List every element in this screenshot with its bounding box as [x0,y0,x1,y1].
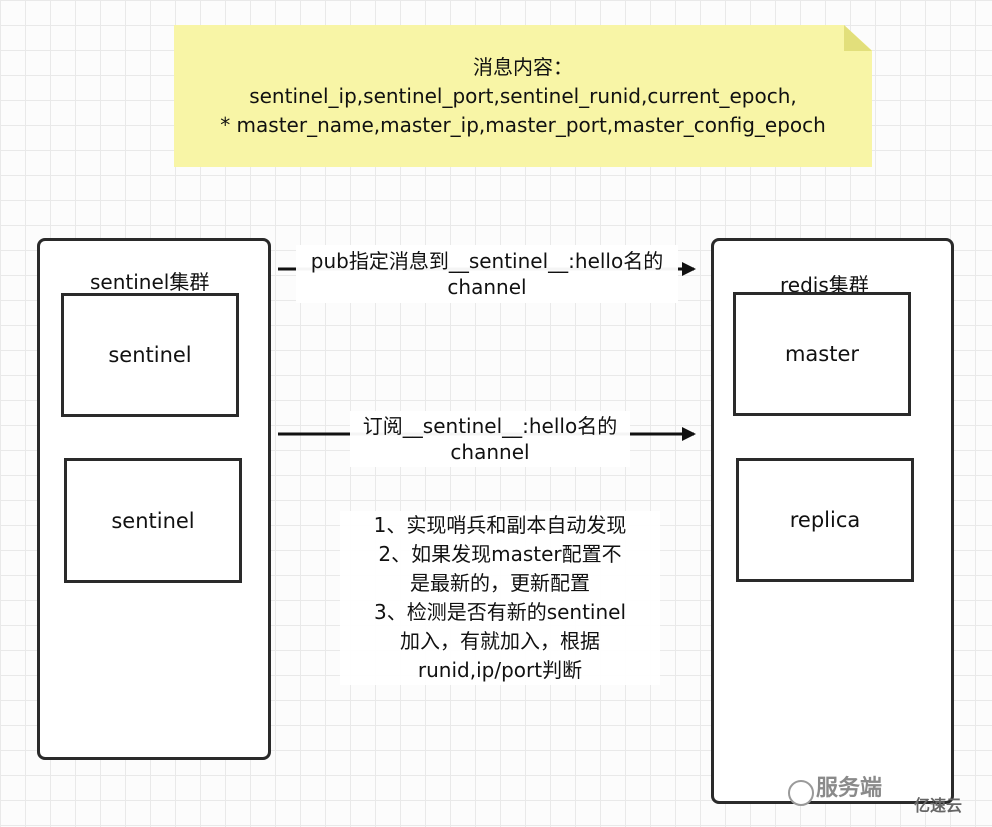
note-line: * master_name,master_ip,master_port,mast… [220,113,826,137]
master-node: master [733,292,911,416]
subscribe-label-line: 订阅__sentinel__:hello名的 [362,414,618,438]
sentinel-node-1: sentinel [61,293,239,417]
functions-list-line: 2、如果发现master配置不 [378,542,622,566]
watermark: 服务端 亿速云 [788,770,984,816]
message-note-text: 消息内容： sentinel_ip,sentinel_port,sentinel… [174,53,872,140]
note-line: 消息内容： [473,55,573,79]
wechat-icon [788,780,814,806]
publish-label-line: pub指定消息到__sentinel__:hello名的 [310,249,664,273]
subscribe-label-background [350,411,630,467]
sentinel-node-label: sentinel [111,508,195,533]
sentinel-node-label: sentinel [108,343,192,367]
sentinel-node-2: sentinel [64,458,242,583]
master-node-label: master [784,342,860,366]
subscribe-arrow-label: 订阅__sentinel__:hello名的 channel [348,413,632,465]
watermark-secondary-text: 亿速云 [914,796,963,815]
functions-list: 1、实现哨兵和副本自动发现 2、如果发现master配置不 是最新的，更新配置 … [340,511,660,685]
functions-list-line: 加入，有就加入，根据 [400,629,600,653]
functions-list-line: 3、检测是否有新的sentinel [373,600,627,624]
sentinel-cluster-title: sentinel集群 [90,270,210,294]
message-note [174,25,872,167]
replica-node-label: replica [789,508,861,532]
subscribe-label-line: channel [450,440,530,464]
functions-list-line: 1、实现哨兵和副本自动发现 [373,513,627,537]
note-line: sentinel_ip,sentinel_port,sentinel_runid… [249,84,797,108]
publish-arrow-label: pub指定消息到__sentinel__:hello名的 channel [295,248,679,300]
replica-node: replica [736,458,914,582]
functions-list-line: 是最新的，更新配置 [410,571,590,595]
publish-label-background [296,245,678,303]
watermark-primary-text: 服务端 [816,776,883,801]
publish-label-line: channel [447,275,527,299]
functions-list-line: runid,ip/port判断 [417,658,583,682]
